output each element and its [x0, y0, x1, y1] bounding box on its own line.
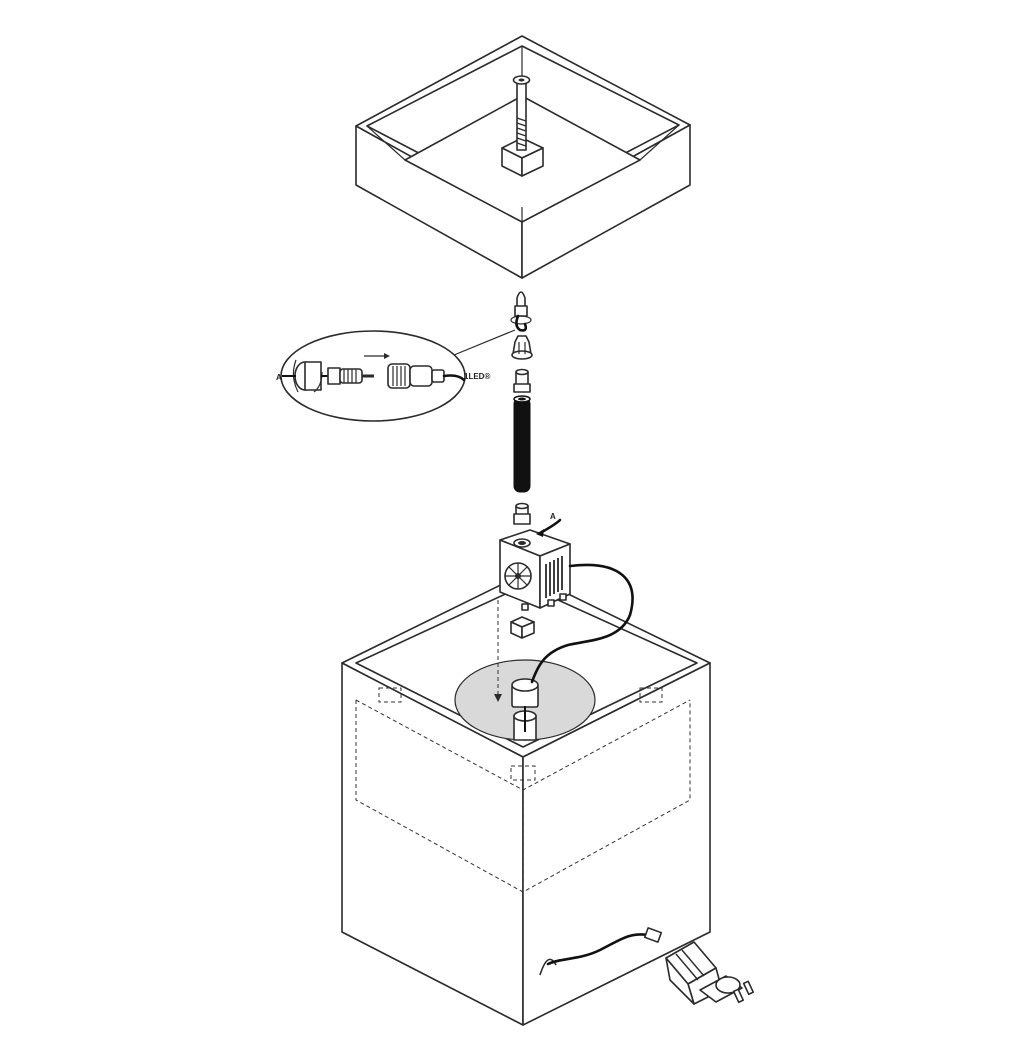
small-block: [510, 616, 535, 639]
pump: A: [499, 512, 571, 611]
led-callout: A 1LED®: [276, 329, 516, 422]
tube-connector-top: [513, 368, 531, 393]
box-right-side: [522, 662, 711, 1026]
hose: [513, 395, 531, 493]
tube-connector-bottom: [513, 502, 531, 525]
power-cable: [546, 933, 650, 966]
spout-nozzle: [501, 75, 544, 177]
callout-label-led: 1LED®: [464, 372, 490, 381]
power-adapter: [643, 927, 755, 1005]
basin-spout: [511, 678, 539, 741]
callout-label-a: A: [276, 373, 282, 382]
led-holder: [511, 335, 533, 360]
pump-cable: [530, 563, 634, 684]
planter-box: [341, 572, 711, 1026]
pump-label-a: A: [550, 512, 556, 521]
placement-guide: [494, 600, 502, 702]
led-bulb: [510, 291, 532, 332]
